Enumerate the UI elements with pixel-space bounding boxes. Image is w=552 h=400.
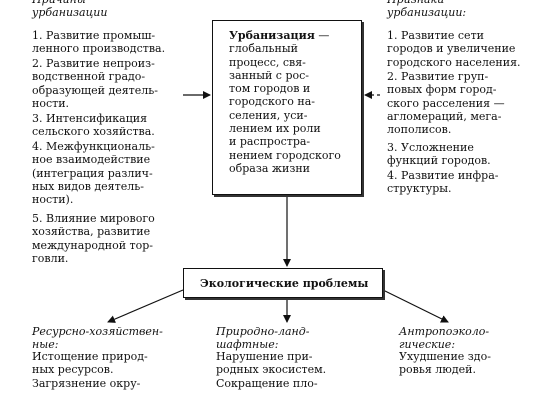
arrow-eco-to-left: [107, 289, 184, 323]
cause-item-4: 4. Межфункциональ- ное взаимодействие (и…: [32, 140, 155, 207]
cause-item-5: 5. Влияние мирового хозяйства, развитие …: [32, 212, 155, 265]
urbanization-definition: Урбанизация — глобальный процесс, свя- з…: [229, 29, 341, 175]
resource-economic-text: Истощение природ- ных ресурсов. Загрязне…: [32, 350, 148, 390]
resource-economic-heading: Ресурсно-хозяйствен- ные:: [32, 325, 163, 351]
anthropo-ecological-text: Ухудшение здо- ровья людей.: [399, 350, 491, 377]
sign-item-2: 2. Развитие груп- повых форм город- ског…: [387, 70, 505, 137]
urbanization-title: Урбанизация: [229, 29, 315, 42]
sign-item-1: 1. Развитие сети городов и увеличение го…: [387, 29, 521, 69]
natural-landscape-text: Нарушение при- родных экосистем. Сокраще…: [216, 350, 327, 390]
ecological-problems-box: [183, 268, 383, 298]
arrow-eco-to-right: [382, 289, 449, 323]
urbanization-box: [212, 20, 362, 195]
urbanization-dash: —: [314, 29, 330, 42]
signs-heading: Признаки урбанизации:: [387, 0, 467, 19]
anthropo-ecological-heading: Антропоэколо- гические:: [399, 325, 490, 351]
ecological-problems-title: Экологические проблемы: [200, 277, 369, 290]
cause-item-3: 3. Интенсификация сельского хозяйства.: [32, 112, 155, 139]
sign-item-3: 3. Усложнение функций городов.: [387, 141, 491, 168]
sign-item-4: 4. Развитие инфра- структуры.: [387, 169, 499, 196]
natural-landscape-heading: Природно-ланд- шафтные:: [216, 325, 310, 351]
causes-heading: Причины урбанизации: [32, 0, 108, 19]
urbanization-body: глобальный процесс, свя- занный с рос- т…: [229, 42, 341, 175]
cause-item-1: 1. Развитие промыш- ленного производства…: [32, 29, 166, 56]
cause-item-2: 2. Развитие непроиз- водственной градо- …: [32, 57, 158, 110]
